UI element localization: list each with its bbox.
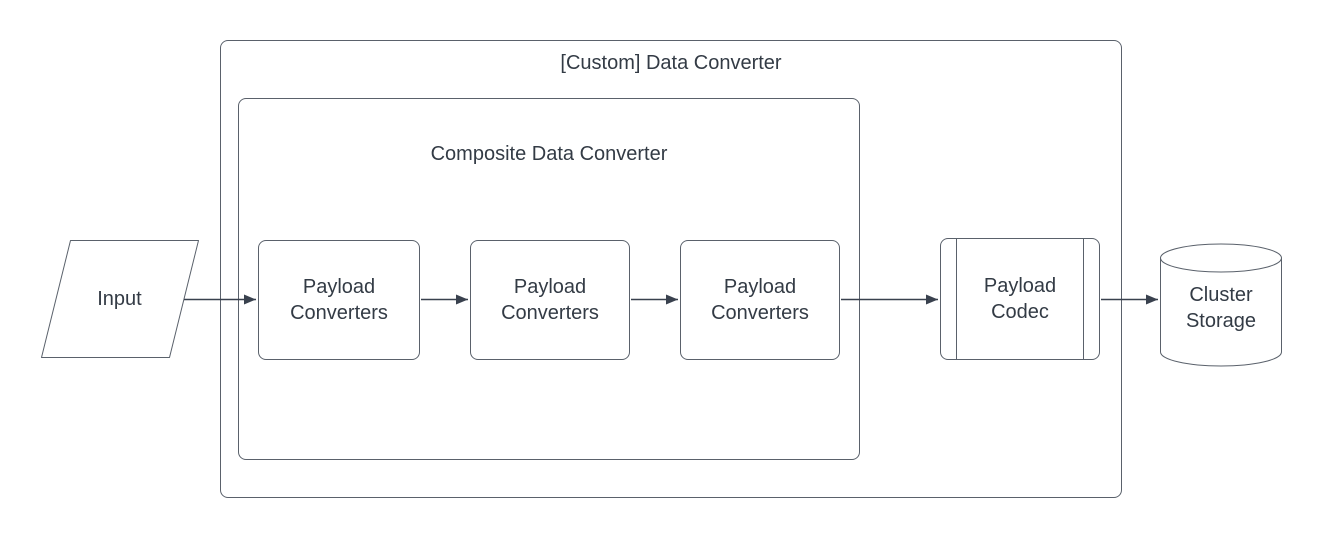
- payload-converters-label-1: Payload Converters: [290, 276, 388, 324]
- custom-data-converter-container: [220, 40, 1122, 498]
- cluster-storage-label: Cluster Storage: [1185, 284, 1257, 332]
- composite-data-converter-container: [238, 98, 860, 460]
- payload-codec-label: Payload Codec: [983, 275, 1057, 323]
- payload-converters-node-3: Payload Converters: [680, 240, 840, 360]
- codec-right-bar: [1083, 239, 1084, 359]
- payload-codec-node: Payload Codec: [940, 238, 1100, 360]
- input-node-label-area: Input: [41, 240, 198, 358]
- payload-converters-node-2: Payload Converters: [470, 240, 630, 360]
- payload-converters-label-3: Payload Converters: [711, 276, 809, 324]
- payload-converters-node-1: Payload Converters: [258, 240, 420, 360]
- composite-data-converter-title: Composite Data Converter: [430, 143, 668, 165]
- codec-left-bar: [956, 239, 957, 359]
- custom-data-converter-title: [Custom] Data Converter: [560, 52, 782, 74]
- cluster-storage-label-area: Cluster Storage: [1160, 252, 1282, 364]
- payload-converters-label-2: Payload Converters: [501, 276, 599, 324]
- input-label: Input: [97, 288, 142, 310]
